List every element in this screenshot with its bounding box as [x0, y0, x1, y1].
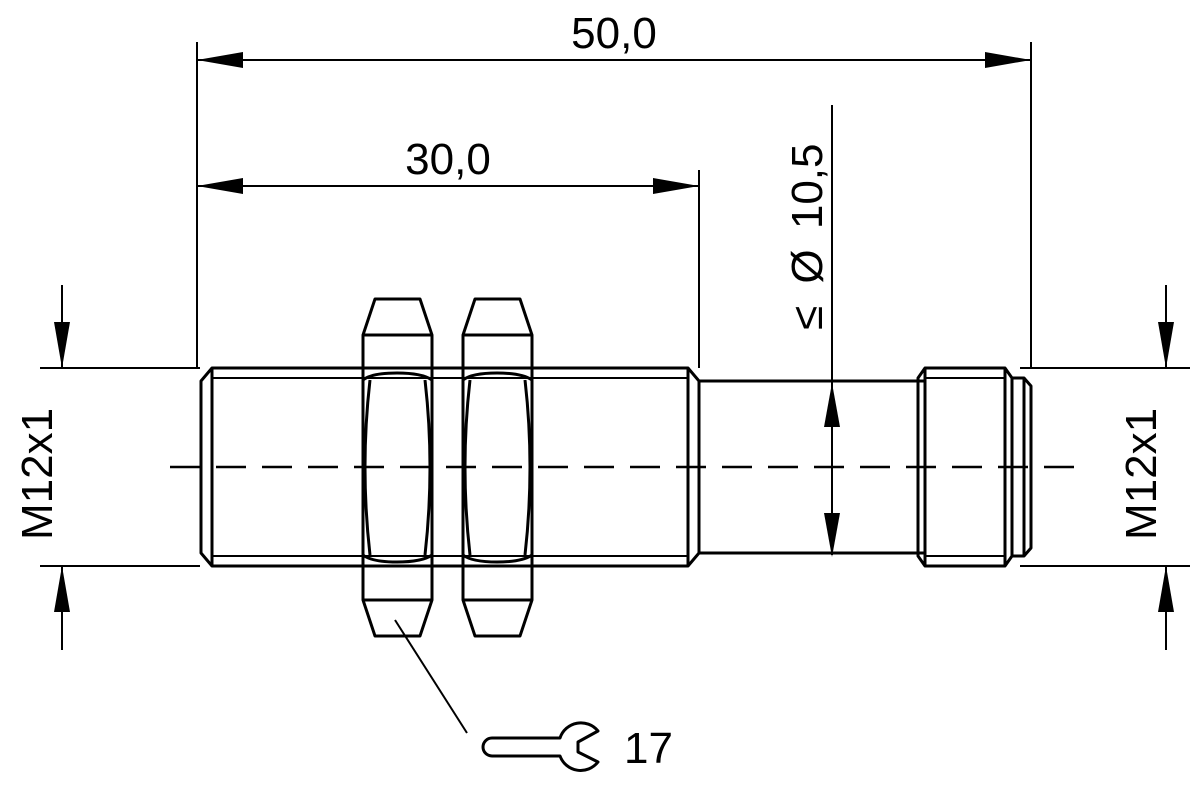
- extension-lines: [40, 42, 1190, 567]
- right-thread-dimension: M12x1: [1117, 285, 1174, 650]
- overall-length-dimension: 50,0: [197, 9, 1031, 68]
- diameter-symbol: Ø: [783, 249, 832, 283]
- threaded-body: [199, 366, 701, 568]
- thread-length-dimension: 30,0: [197, 135, 699, 194]
- diameter-dimension: ≤ Ø 10,5: [783, 144, 840, 557]
- left-thread-label: M12x1: [13, 408, 62, 540]
- left-thread-dimension: M12x1: [13, 285, 70, 650]
- svg-text:≤ Ø 10,5: ≤ Ø 10,5: [783, 144, 832, 331]
- open-end-wrench-icon: [481, 721, 600, 772]
- diameter-value: 10,5: [783, 144, 832, 230]
- wrench-leader-line: [394, 619, 468, 734]
- thread-length-label: 30,0: [405, 135, 491, 184]
- right-thread-label: M12x1: [1117, 408, 1166, 540]
- diameter-prefix: ≤: [783, 306, 832, 330]
- wrench-size-label: 17: [624, 724, 673, 773]
- overall-length-label: 50,0: [571, 9, 657, 58]
- plain-sleeve: [699, 379, 925, 555]
